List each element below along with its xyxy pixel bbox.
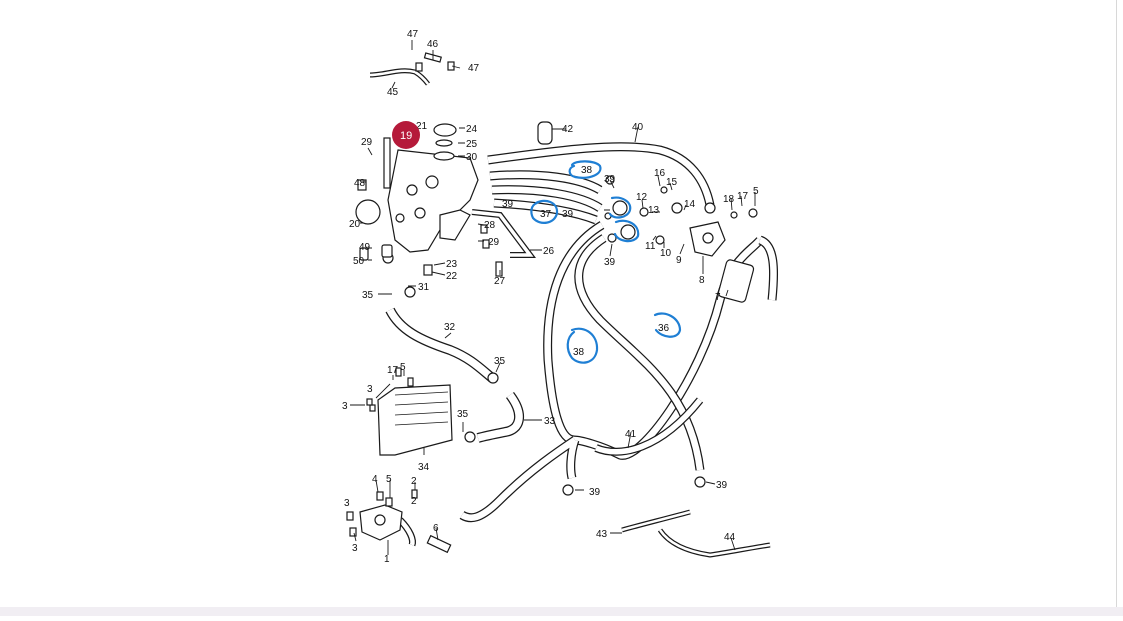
part-label: 25 <box>466 139 478 150</box>
part-label: 39 <box>604 257 616 268</box>
part-label: 12 <box>636 192 648 203</box>
part-label: 3 <box>344 498 350 509</box>
part-label: 38 <box>573 347 585 358</box>
part-label: 23 <box>446 259 458 270</box>
part-label: 2 <box>411 496 417 507</box>
part-label: 17 <box>737 191 749 202</box>
part-label: 5 <box>753 186 759 197</box>
part-label: 41 <box>625 429 637 440</box>
annotation-circle <box>568 160 602 179</box>
page-border <box>1116 0 1117 607</box>
part-label: 15 <box>666 177 678 188</box>
part-label: 29 <box>361 137 373 148</box>
part-label: 27 <box>494 276 506 287</box>
part-label: 10 <box>660 248 672 259</box>
part-label: 7 <box>715 292 721 303</box>
part-label: 39 <box>716 480 728 491</box>
marker-label: 19 <box>400 130 412 142</box>
part-label: 21 <box>416 121 428 132</box>
part-label: 49 <box>359 242 371 253</box>
annotation-circle <box>566 327 599 364</box>
part-label: 3 <box>342 401 348 412</box>
oil-tank <box>387 149 479 253</box>
part-label: 14 <box>684 199 696 210</box>
marker-badge[interactable] <box>392 121 420 149</box>
part-label: 8 <box>699 275 705 286</box>
part-label: 29 <box>488 237 500 248</box>
part-label: 6 <box>433 523 439 534</box>
part-label: 35 <box>362 290 374 301</box>
part-label: 28 <box>484 220 496 231</box>
blue-annotations <box>530 160 682 364</box>
leader-lines <box>350 40 756 555</box>
part-label: 47 <box>407 29 419 40</box>
part-label: 48 <box>354 178 366 189</box>
part-label: 11 <box>645 241 656 252</box>
annotation-circle <box>608 196 632 219</box>
part-label: 13 <box>648 205 660 216</box>
part-label: 2 <box>411 476 417 487</box>
part-label: 37 <box>540 209 552 220</box>
part-label: 35 <box>494 356 506 367</box>
part-label: 38 <box>581 165 593 176</box>
part-label: 5 <box>386 474 392 485</box>
bottom-bar <box>0 607 1123 616</box>
part-label: 34 <box>418 462 430 473</box>
highlight-marker-19[interactable]: 19 <box>392 121 420 149</box>
part-label: 33 <box>544 416 556 427</box>
part-label: 46 <box>427 39 439 50</box>
part-label: 1 <box>384 554 390 565</box>
part-label: 39 <box>562 209 574 220</box>
part-label: 40 <box>632 122 644 133</box>
part-label: 45 <box>387 87 399 98</box>
part-label: 42 <box>562 124 574 135</box>
part-label: 47 <box>468 63 480 74</box>
oil-filter <box>717 259 755 303</box>
part-label: 20 <box>349 219 361 230</box>
part-label: 39 <box>502 199 514 210</box>
part-label: 22 <box>446 271 458 282</box>
part-label: 30 <box>466 152 478 163</box>
part-label: 24 <box>466 124 478 135</box>
part-label: 3 <box>367 384 373 395</box>
part-label: 26 <box>543 246 555 257</box>
part-label: 4 <box>372 474 378 485</box>
part-label: 39 <box>589 487 601 498</box>
oil-cooler <box>377 384 453 456</box>
components <box>346 52 758 554</box>
part-label: 32 <box>444 322 456 333</box>
part-label: 44 <box>724 532 736 543</box>
part-label: 16 <box>654 168 666 179</box>
part-label: 39 <box>604 174 616 185</box>
annotation-circle <box>613 219 640 243</box>
hose-lines <box>369 68 779 558</box>
part-label: 9 <box>676 255 682 266</box>
annotation-circle <box>653 312 682 338</box>
part-label: 31 <box>418 282 430 293</box>
part-label: 3 <box>352 543 358 554</box>
part-labels: 47 46 47 45 21 24 25 30 29 48 20 49 50 2… <box>342 29 759 565</box>
part-label: 50 <box>353 256 365 267</box>
part-label: 36 <box>658 323 670 334</box>
annotation-circle <box>530 199 559 224</box>
part-label: 43 <box>596 529 608 540</box>
part-label: 17 <box>387 365 399 376</box>
part-label: 5 <box>400 362 406 373</box>
part-label: 18 <box>723 194 735 205</box>
part-label: 35 <box>457 409 469 420</box>
